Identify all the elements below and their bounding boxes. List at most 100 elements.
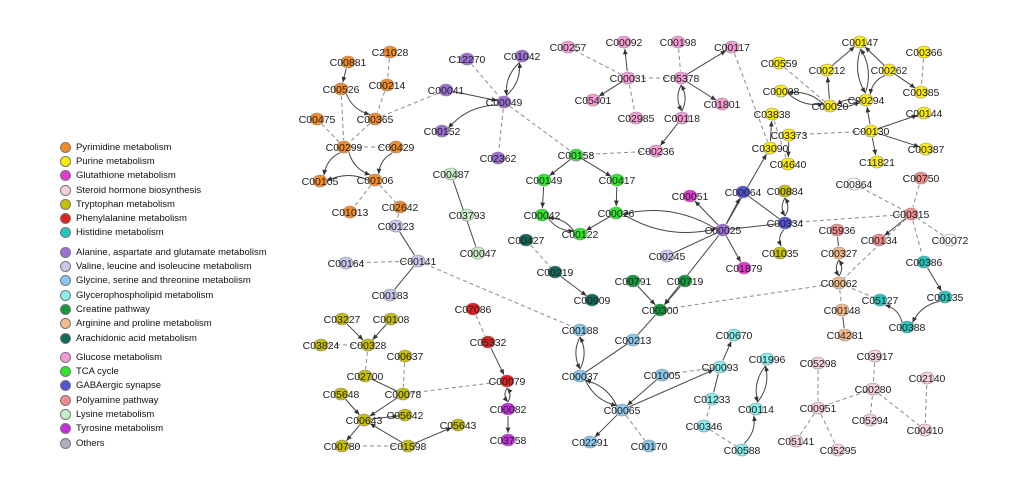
legend-label: Phenylalanine metabolism xyxy=(76,213,187,225)
network-node: C01996 xyxy=(749,352,786,366)
node-label: C05127 xyxy=(862,295,899,307)
node-label: C03917 xyxy=(857,351,894,363)
node-marker xyxy=(780,157,796,171)
network-node: C00047 xyxy=(460,246,497,260)
node-marker xyxy=(392,200,408,214)
network-edge xyxy=(912,184,920,208)
legend-item: Glycine, serine and threonine metabolism xyxy=(60,274,310,288)
network-node: C00588 xyxy=(724,443,761,457)
network-node: C11821 xyxy=(859,155,895,169)
network-edge xyxy=(381,92,440,117)
node-label: C02140 xyxy=(909,373,946,385)
node-marker xyxy=(937,290,953,304)
legend-item: Glucose metabolism xyxy=(60,350,310,364)
node-marker xyxy=(913,85,929,99)
network-edge xyxy=(598,81,623,97)
network-edge xyxy=(447,104,498,129)
network-edge xyxy=(549,158,571,177)
network-edge xyxy=(560,275,587,297)
network-node: C00750 xyxy=(903,171,940,185)
network-edge xyxy=(399,231,415,256)
network-node: C05332 xyxy=(470,335,507,349)
node-marker xyxy=(514,49,530,63)
node-marker xyxy=(735,185,751,199)
legend-label: GABAergic synapse xyxy=(76,380,162,392)
node-marker xyxy=(773,84,789,98)
network-node: C00366 xyxy=(906,45,943,59)
network-edge xyxy=(622,48,628,72)
node-label: C05295 xyxy=(820,445,857,457)
legend-label: Glucose metabolism xyxy=(76,351,163,363)
network-node: C00026 xyxy=(598,206,635,220)
node-label: C00025 xyxy=(705,225,742,237)
network-node: C00105 xyxy=(302,174,339,188)
node-label: C00417 xyxy=(599,175,636,187)
legend-swatch xyxy=(60,408,71,420)
network-node: C00158 xyxy=(558,148,595,162)
network-node: C01035 xyxy=(762,246,799,260)
network-edge xyxy=(820,414,836,444)
legend-label: Creatine pathway xyxy=(76,303,150,315)
network-edge xyxy=(843,218,907,279)
network-node: C03758 xyxy=(490,433,527,447)
node-marker xyxy=(395,387,411,401)
node-marker xyxy=(490,151,506,165)
network-edge xyxy=(884,304,903,323)
network-edge xyxy=(628,369,714,408)
network-node: C00082 xyxy=(490,402,527,416)
node-label: C00051 xyxy=(672,191,709,203)
network-edge xyxy=(346,323,364,341)
node-label: C00294 xyxy=(848,95,885,107)
network-edge xyxy=(376,152,393,175)
network-edge xyxy=(498,108,504,152)
legend-label: Arachidonic acid metabolism xyxy=(76,332,197,344)
node-marker xyxy=(496,95,512,109)
node-label: C01996 xyxy=(749,354,786,366)
legend-label: Glutathione metabolism xyxy=(76,170,176,182)
network-edge xyxy=(837,236,839,247)
network-node: C00334 xyxy=(767,216,804,230)
network-edge xyxy=(833,259,840,277)
network-edge xyxy=(622,213,717,234)
network-edge xyxy=(859,186,906,212)
network-edge xyxy=(912,300,940,323)
network-node: C00170 xyxy=(631,439,668,453)
network-edge xyxy=(370,414,399,420)
network-node: C00526 xyxy=(323,82,360,96)
network-node: C00386 xyxy=(906,255,943,269)
network-edge xyxy=(387,58,390,79)
network-node: C00122 xyxy=(562,227,599,241)
network-node: C04281 xyxy=(827,328,864,342)
network-node: C00791 xyxy=(615,274,652,288)
network-edge xyxy=(877,114,918,130)
network-edge xyxy=(506,387,513,403)
network-edge xyxy=(686,81,717,101)
legend-item: Valine, leucine and isoleucine metabolis… xyxy=(60,259,310,273)
node-marker xyxy=(788,434,804,448)
legend-label: Tyrosine metabolism xyxy=(76,423,164,435)
node-marker xyxy=(916,255,932,269)
node-marker xyxy=(450,418,466,432)
node-label: C00257 xyxy=(550,42,587,54)
node-marker xyxy=(560,40,576,54)
network-edge xyxy=(842,316,845,329)
node-marker xyxy=(547,265,563,279)
node-marker xyxy=(881,63,897,77)
network-edge xyxy=(725,235,742,263)
network-edge xyxy=(787,92,824,108)
node-marker xyxy=(659,249,675,263)
node-marker xyxy=(584,293,600,307)
node-label: C00526 xyxy=(323,84,360,96)
network-node: C00417 xyxy=(599,173,636,187)
node-marker xyxy=(916,106,932,120)
node-label: C03758 xyxy=(490,435,527,447)
node-marker xyxy=(568,148,584,162)
node-marker xyxy=(309,112,325,126)
network-edge xyxy=(345,93,370,116)
node-marker xyxy=(696,419,712,433)
node-marker xyxy=(771,56,787,70)
network-node: C00123 xyxy=(378,219,415,233)
network-node: C05643 xyxy=(440,418,477,432)
network-edge xyxy=(748,195,780,220)
